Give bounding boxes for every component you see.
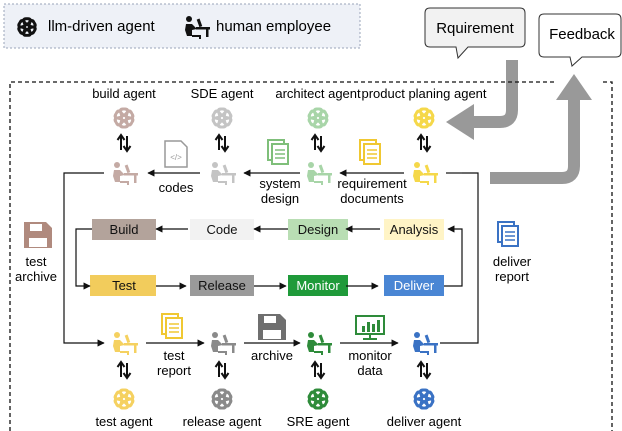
stage-box (288, 275, 348, 296)
bottom-agent-name: deliver agent (387, 414, 462, 429)
exchange-arrows-icon (116, 360, 132, 380)
bottom-agent-name: SRE agent (287, 414, 350, 429)
stage-label: Test (112, 278, 136, 293)
exchange-arrows-icon (416, 133, 432, 153)
openai-logo-icon (17, 17, 37, 37)
stage-box (90, 275, 156, 296)
feedback-label: Feedback (549, 26, 615, 43)
stage-box (288, 219, 348, 240)
deliver-report-label-2: report (495, 269, 529, 284)
feedback-arrow (490, 98, 580, 184)
top-agent-name: build agent (92, 86, 156, 101)
deliver-document-icon (497, 221, 519, 247)
test-report-label-2: report (157, 363, 191, 378)
stage-label: Design (298, 222, 338, 237)
monitor-chart-icon (355, 315, 385, 340)
exchange-arrows-icon (416, 360, 432, 380)
stage-box (190, 219, 254, 240)
exchange-arrows-icon (310, 360, 326, 380)
archive-floppy-icon (258, 314, 286, 340)
flow-left-loop (63, 172, 105, 347)
legend-openai-logo (17, 17, 37, 37)
deliver-report-label-1: deliver (493, 254, 532, 269)
requirement-arrowhead (446, 104, 474, 140)
exchange-arrows-icon (214, 133, 230, 153)
flow-right-return (440, 172, 479, 344)
requirement-label: Rquirement (436, 20, 514, 37)
person-at-desk-icon (307, 332, 332, 355)
stage-box (384, 275, 444, 296)
test-archive-label-1: test (26, 254, 47, 269)
openai-logo-icon (413, 107, 435, 129)
exchange-arrows-icon (116, 133, 132, 153)
person-at-desk-icon (211, 162, 236, 185)
exchange-arrows-icon (310, 133, 326, 153)
design-document-icon (267, 139, 289, 165)
exchange-arrows-icon (214, 360, 230, 380)
openai-logo-icon (211, 388, 233, 410)
top-agent-name: SDE agent (191, 86, 254, 101)
stage-label: Release (198, 278, 246, 293)
test-report-label-1: test (164, 348, 185, 363)
legend-person-icon (185, 16, 210, 39)
stage-box (92, 219, 156, 240)
stage-label: Analysis (390, 222, 439, 237)
stage-label: Build (110, 222, 139, 237)
requirement-document-icon (359, 139, 381, 165)
requirement-arrow (472, 60, 518, 128)
person-at-desk-icon (113, 162, 138, 185)
feedback-arrowhead (556, 74, 592, 100)
openai-logo-icon (413, 388, 435, 410)
top-agent-name: architect agent (275, 86, 361, 101)
openai-logo-icon (307, 107, 329, 129)
svg-text:</>: </> (170, 153, 182, 162)
system-design-label-2: design (261, 191, 299, 206)
legend-human-label: human employee (216, 18, 331, 35)
system-boundary (9, 81, 613, 431)
stage-label: Code (206, 222, 237, 237)
feedback-callout: Feedback (538, 13, 622, 67)
openai-logo-icon (211, 107, 233, 129)
openai-logo-icon (113, 388, 135, 410)
top-agent-name: product planing agent (361, 86, 486, 101)
archive-label: archive (251, 348, 293, 363)
floppy-disk-icon (24, 222, 52, 248)
person-at-desk-icon (307, 162, 332, 185)
person-at-desk-icon (413, 162, 438, 185)
code-file-icon: </> (164, 140, 188, 168)
requirement-callout: Rquirement (424, 7, 526, 60)
stage-box (190, 275, 254, 296)
stage-label: Monitor (296, 278, 340, 293)
monitor-data-label-1: monitor (348, 348, 392, 363)
legend-llm-label: llm-driven agent (48, 18, 156, 35)
requirement-documents-label-2: documents (340, 191, 404, 206)
person-at-desk-icon (185, 16, 210, 39)
test-archive-label-2: archive (15, 269, 57, 284)
bottom-agent-name: test agent (95, 414, 152, 429)
codes-label: codes (159, 180, 194, 195)
legend-box (3, 3, 361, 49)
person-at-desk-icon (211, 332, 236, 355)
test-report-icon (161, 313, 183, 339)
monitor-data-label-2: data (357, 363, 383, 378)
bottom-agent-name: release agent (183, 414, 262, 429)
stage-label: Deliver (394, 278, 435, 293)
person-at-desk-icon (413, 332, 438, 355)
requirement-documents-label-1: requirement (337, 176, 407, 191)
openai-logo-icon (307, 388, 329, 410)
openai-logo-icon (113, 107, 135, 129)
stage-box (384, 219, 444, 240)
pipeline-right-loop (444, 225, 463, 287)
pipeline-left-loop (75, 228, 92, 290)
person-at-desk-icon (113, 332, 138, 355)
system-design-label-1: system (259, 176, 300, 191)
